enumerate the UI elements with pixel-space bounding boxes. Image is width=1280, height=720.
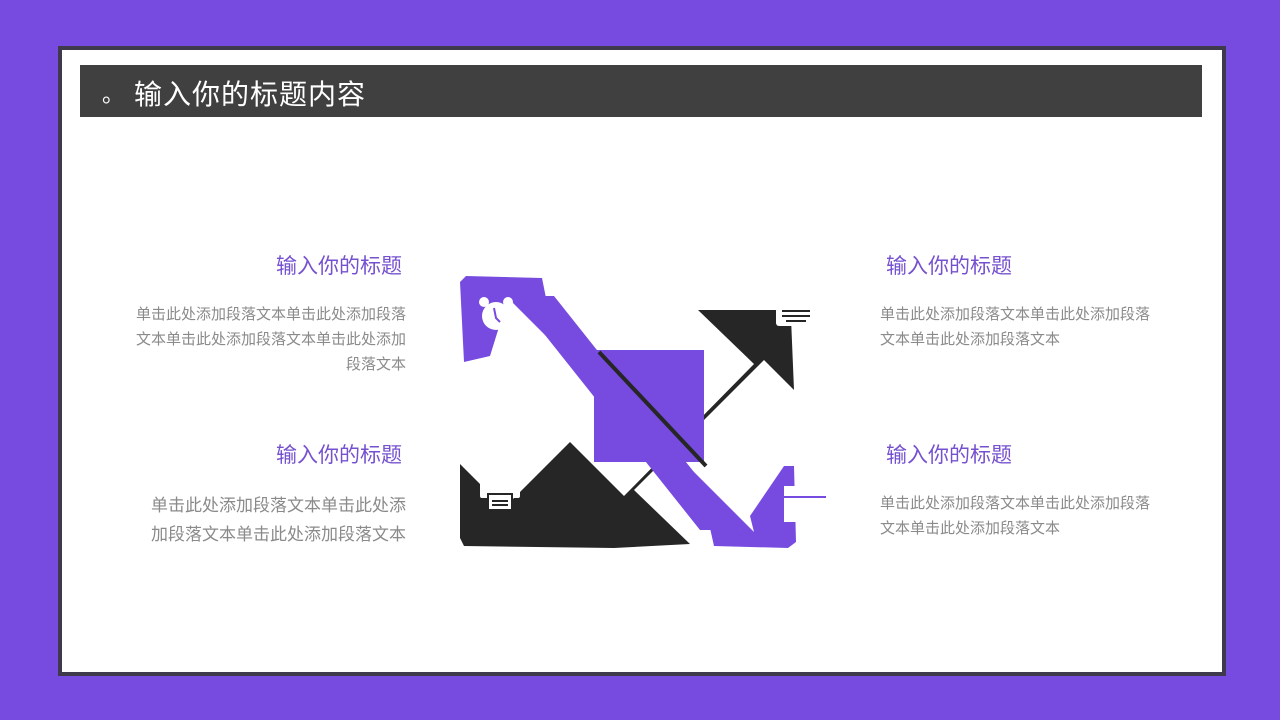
slide-panel: 。 输入你的标题内容 输入你的标题 单击此处添加段落文本单击此处添加段落文本单击… <box>58 46 1226 676</box>
item-body-bottom-right[interactable]: 单击此处添加段落文本单击此处添加段落文本单击此处添加段落文本 <box>880 494 1151 537</box>
dark-arrow <box>460 310 794 548</box>
item-heading-top-left[interactable]: 输入你的标题 <box>276 254 402 278</box>
keyboard-icon <box>776 304 816 326</box>
printer-icon <box>480 472 520 511</box>
title-bar: 。 输入你的标题内容 <box>80 65 1202 117</box>
item-heading-bottom-left[interactable]: 输入你的标题 <box>276 443 402 467</box>
item-body-top-left[interactable]: 单击此处添加段落文本单击此处添加段落文本单击此处添加段落文本单击此处添加段落文本 <box>135 305 406 373</box>
item-heading-top-right[interactable]: 输入你的标题 <box>886 254 1012 278</box>
cross-arrows-diagram <box>460 276 826 548</box>
item-heading-bottom-right[interactable]: 输入你的标题 <box>886 443 1012 467</box>
alarm-clock-icon <box>479 297 513 330</box>
title-bullet: 。 <box>102 83 125 108</box>
item-body-bottom-left[interactable]: 单击此处添加段落文本单击此处添加段落文本单击此处添加段落文本 <box>151 496 406 545</box>
slide-title[interactable]: 输入你的标题内容 <box>134 78 367 111</box>
folder-icon <box>784 486 826 522</box>
item-body-top-right[interactable]: 单击此处添加段落文本单击此处添加段落文本单击此处添加段落文本 <box>880 305 1151 348</box>
